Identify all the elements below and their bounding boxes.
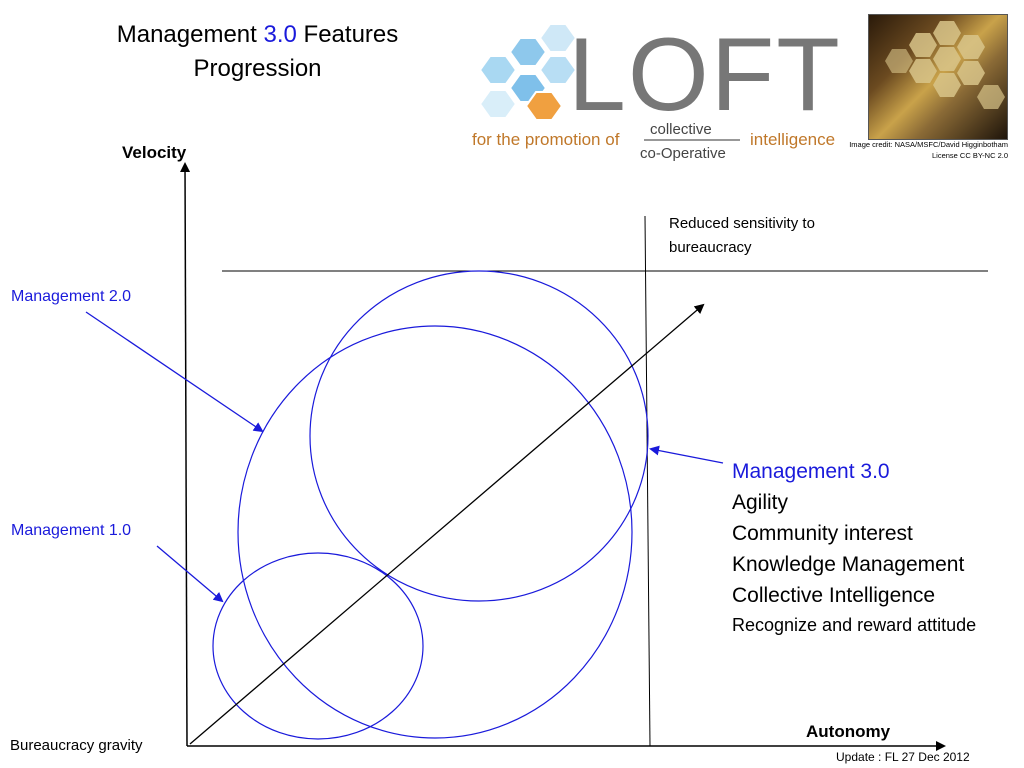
management-1-pointer <box>156 545 224 603</box>
logo-tagline-suffix: intelligence <box>750 130 835 149</box>
reduced-sensitivity-line1: Reduced sensitivity to <box>669 215 815 232</box>
photo-credit: Image credit: NASA/MSFC/David Higginboth… <box>846 139 1008 161</box>
feature-item: Community interest <box>732 522 913 545</box>
management-3-pointer <box>649 445 724 464</box>
feature-item: Collective Intelligence <box>732 584 936 607</box>
management-1-label: Management 1.0 <box>11 522 132 539</box>
feature-item: Knowledge Management <box>732 553 965 576</box>
reduced-sensitivity-line2: bureaucracy <box>669 239 752 256</box>
management-2-label: Management 2.0 <box>11 288 132 305</box>
velocity-axis <box>180 162 191 747</box>
hexagon-cluster-icon <box>478 23 578 121</box>
autonomy-threshold-line <box>644 215 651 747</box>
management-2-circle <box>237 325 633 739</box>
management-2-pointer <box>85 311 264 433</box>
logo-tagline-top: collective <box>650 121 712 138</box>
management-1-circle <box>212 552 424 740</box>
management-3-circle <box>309 270 649 602</box>
feature-item: Recognize and reward attitude <box>732 615 977 635</box>
loft-logo: LOFT for the promotion of collective co-… <box>472 17 842 162</box>
autonomy-axis-label: Autonomy <box>806 722 891 741</box>
title-line2: Progression <box>193 55 322 82</box>
progression-arrow <box>189 303 705 745</box>
title-part2: Features <box>296 21 399 48</box>
photo-credit-line1: Image credit: NASA/MSFC/David Higginboth… <box>849 140 1008 149</box>
management-3-features: Management 3.0 Agility Community interes… <box>732 456 1022 639</box>
velocity-axis-label: Velocity <box>122 143 187 162</box>
logo-tagline-bottom: co-Operative <box>640 145 726 162</box>
telescope-photo <box>868 14 1008 140</box>
title-version: 3.0 <box>263 21 297 48</box>
title-part1: Management <box>116 21 264 48</box>
origin-label: Bureaucracy gravity <box>10 737 143 754</box>
update-note: Update : FL 27 Dec 2012 <box>836 750 970 764</box>
reduced-sensitivity-note: Reduced sensitivity to bureaucracy <box>669 212 815 260</box>
slide-title: Management 3.0 Features Progression <box>80 18 435 86</box>
feature-item: Agility <box>732 491 789 514</box>
logo-tagline-prefix: for the promotion of <box>472 130 620 149</box>
photo-credit-line2: License CC BY-NC 2.0 <box>931 151 1008 160</box>
features-heading: Management 3.0 <box>732 460 890 483</box>
logo-wordmark: LOFT <box>568 17 842 133</box>
